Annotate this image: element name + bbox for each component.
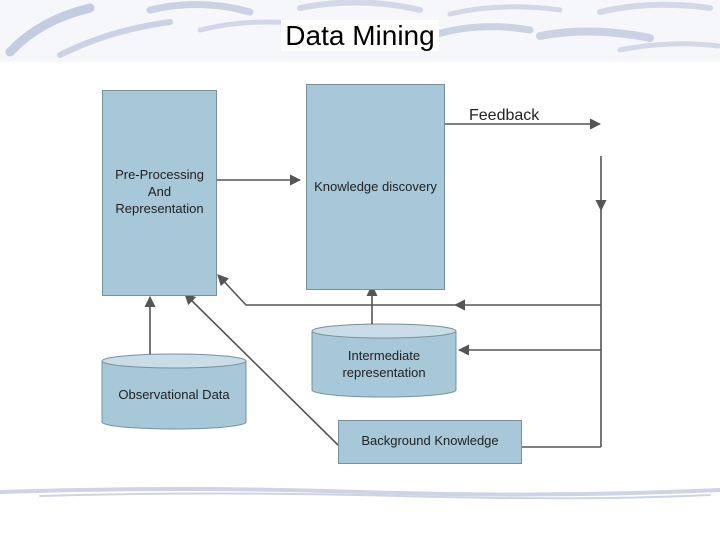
intermediate-label-line-2: representation [342,365,426,380]
arrow-background-to-preprocess [184,293,339,446]
arrow-feedback-to-preprocess [217,274,455,306]
observational-data-label: Observational Data [118,387,230,402]
background-knowledge-box [338,420,522,464]
knowledge-discovery-box [306,84,445,290]
knowledge-discovery-label: Knowledge discovery [314,179,437,194]
observational-data-cylinder [101,353,247,430]
intermediate-representation-cylinder [311,323,457,398]
preprocessing-label: Pre-Processing And Representation [102,166,217,217]
background-knowledge-label: Background Knowledge [361,433,499,448]
preprocessing-box [102,90,217,296]
preprocessing-label-line-1: Pre-Processing [115,167,204,182]
feedback-label: Feedback [469,107,540,124]
preprocessing-label-line-3: Representation [115,201,204,216]
header-decoration [0,0,720,62]
preprocessing-label-line-2: And [147,184,172,199]
footer-decoration [0,487,720,500]
intermediate-label-line-1: Intermediate [347,348,421,363]
slide-title: Data Mining [0,20,720,52]
intermediate-representation-label: Intermediate representation [312,347,456,381]
